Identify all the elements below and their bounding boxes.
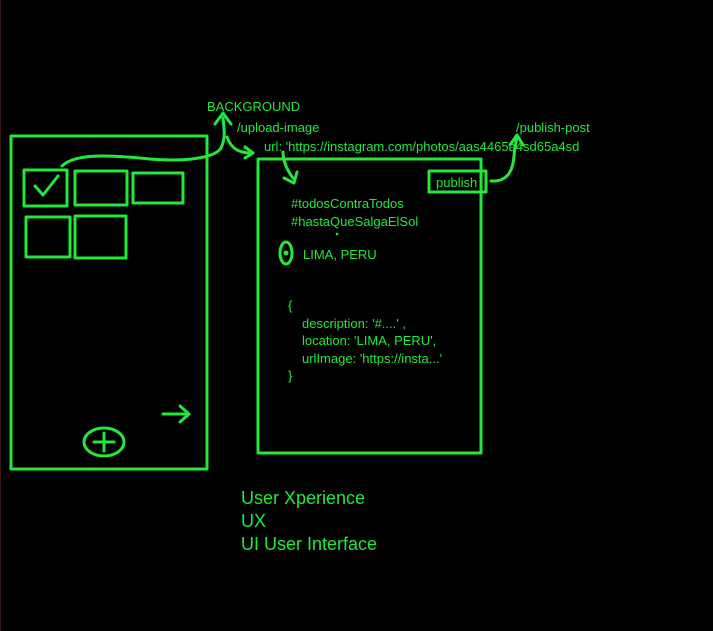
payload-description-line: description: '#....' , <box>302 316 406 331</box>
location-label: LIMA, PERU <box>303 247 377 262</box>
upload-connector-arrowhead <box>213 111 233 126</box>
payload-close-brace: } <box>288 368 293 383</box>
background-to-post-connector <box>225 135 253 155</box>
publish-connector <box>489 136 519 183</box>
hashtag-line: #hastaQueSalgaElSol <box>291 214 419 229</box>
check-icon <box>33 174 60 197</box>
gallery-screen-frame <box>9 134 209 471</box>
background-to-post-arrowhead <box>243 145 255 160</box>
photo-thumbnail[interactable] <box>131 171 185 205</box>
plus-circle-icon-cross <box>92 431 116 453</box>
payload-url-image-line: urlImage: 'https://insta...' <box>302 351 443 366</box>
note-line: UI User Interface <box>241 534 378 554</box>
canvas-edge <box>0 0 1 631</box>
url-label: url: 'https://instagram.com/photos/aas44… <box>264 139 580 154</box>
photo-thumbnail[interactable] <box>73 169 129 207</box>
payload-open-brace: { <box>288 298 293 313</box>
location-pin-icon-dot <box>283 250 289 256</box>
note-line: User Xperience <box>241 488 366 508</box>
publish-endpoint-label: /publish-post <box>516 120 590 135</box>
post-screen-frame <box>256 157 483 455</box>
publish-button-label: publish <box>436 175 478 190</box>
plus-circle-icon[interactable] <box>82 426 126 458</box>
location-pin-icon <box>278 240 294 266</box>
publish-button[interactable] <box>427 169 488 194</box>
photo-thumbnail[interactable] <box>24 215 72 259</box>
photo-thumbnail-selected[interactable] <box>22 168 69 208</box>
upload-connector <box>60 116 226 168</box>
note-line: UX <box>241 511 267 531</box>
background-label: BACKGROUND <box>207 99 301 114</box>
publish-connector-arrowhead <box>508 133 525 147</box>
hashtag-line: #todosContraTodos <box>291 196 404 211</box>
url-to-post-arrowhead <box>282 170 299 185</box>
arrow-right-icon[interactable] <box>161 404 191 424</box>
upload-endpoint-label: /upload-image <box>237 120 320 135</box>
stray-dot <box>335 232 339 236</box>
photo-thumbnail[interactable] <box>73 214 128 260</box>
url-to-post-connector <box>281 150 295 180</box>
payload-location-line: location: 'LIMA, PERU', <box>302 333 437 348</box>
